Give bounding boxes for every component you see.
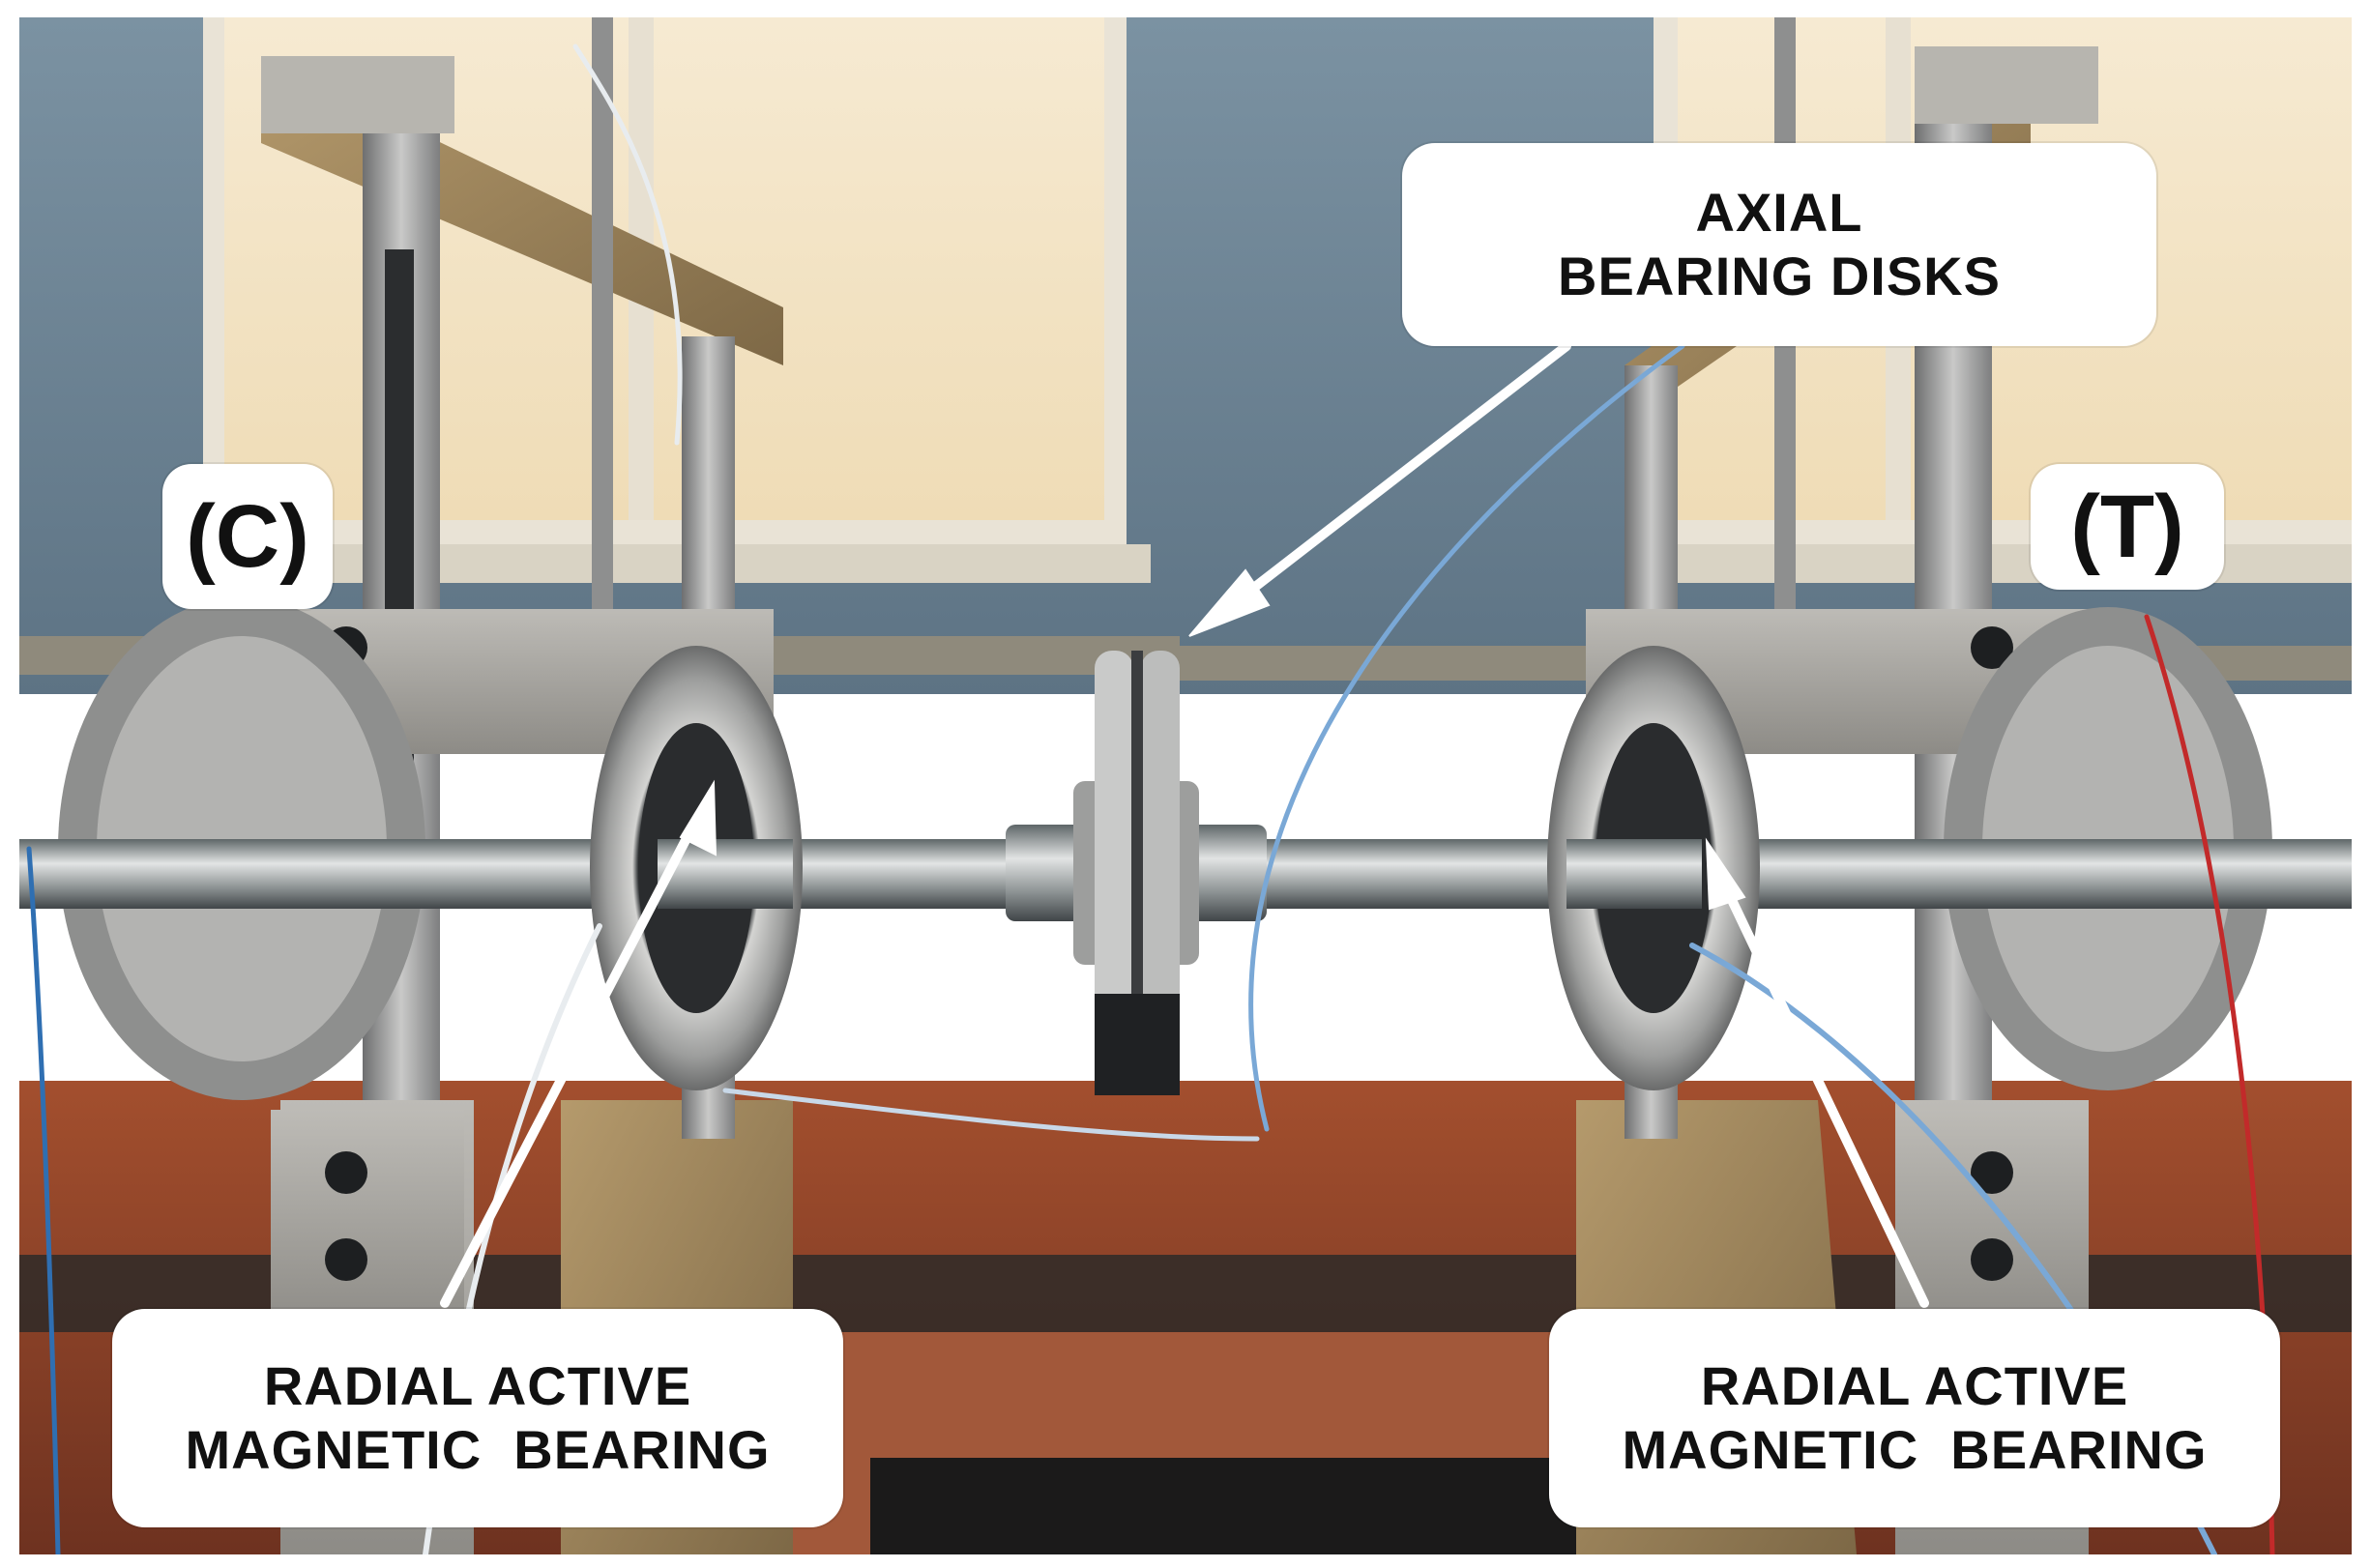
axial-arrow	[1212, 341, 1571, 622]
axial-bearing-disks-callout: AXIAL BEARING DISKS	[1402, 143, 2156, 346]
left-bearing-label-line1: RADIAL ACTIVE	[263, 1354, 692, 1416]
turbine-side-label: (T)	[2070, 477, 2184, 576]
right-radial-bearing	[1547, 646, 1760, 1090]
axial-arrowhead	[1188, 568, 1271, 637]
right-bearing-label-line1: RADIAL ACTIVE	[1700, 1354, 2129, 1416]
axial-bearing-disks	[1006, 651, 1267, 1095]
turbine-side-callout: (T)	[2031, 464, 2224, 590]
axial-label-line1: AXIAL	[1695, 181, 1863, 243]
axial-label-line2: BEARING DISKS	[1558, 246, 2001, 306]
compressor-side-callout: (C)	[162, 464, 333, 609]
left-radial-bearing-callout: RADIAL ACTIVE MAGNETIC BEARING	[112, 1309, 843, 1527]
test-rig-photo: AXIAL BEARING DISKS (C) (T) RADIAL ACTIV…	[19, 17, 2352, 1554]
right-bearing-label-line2: MAGNETIC BEARING	[1622, 1419, 2208, 1480]
left-radial-bearing	[590, 646, 803, 1090]
left-bearing-arrow	[440, 815, 701, 1308]
right-radial-bearing-callout: RADIAL ACTIVE MAGNETIC BEARING	[1549, 1309, 2280, 1527]
callout-arrows	[440, 341, 1929, 1308]
left-bearing-arrowhead	[679, 779, 717, 857]
left-bearing-label-line2: MAGNETIC BEARING	[185, 1419, 771, 1480]
right-bearing-arrow	[1716, 873, 1929, 1308]
compressor-side-label: (C)	[186, 486, 309, 586]
right-bearing-arrowhead	[1705, 837, 1746, 911]
